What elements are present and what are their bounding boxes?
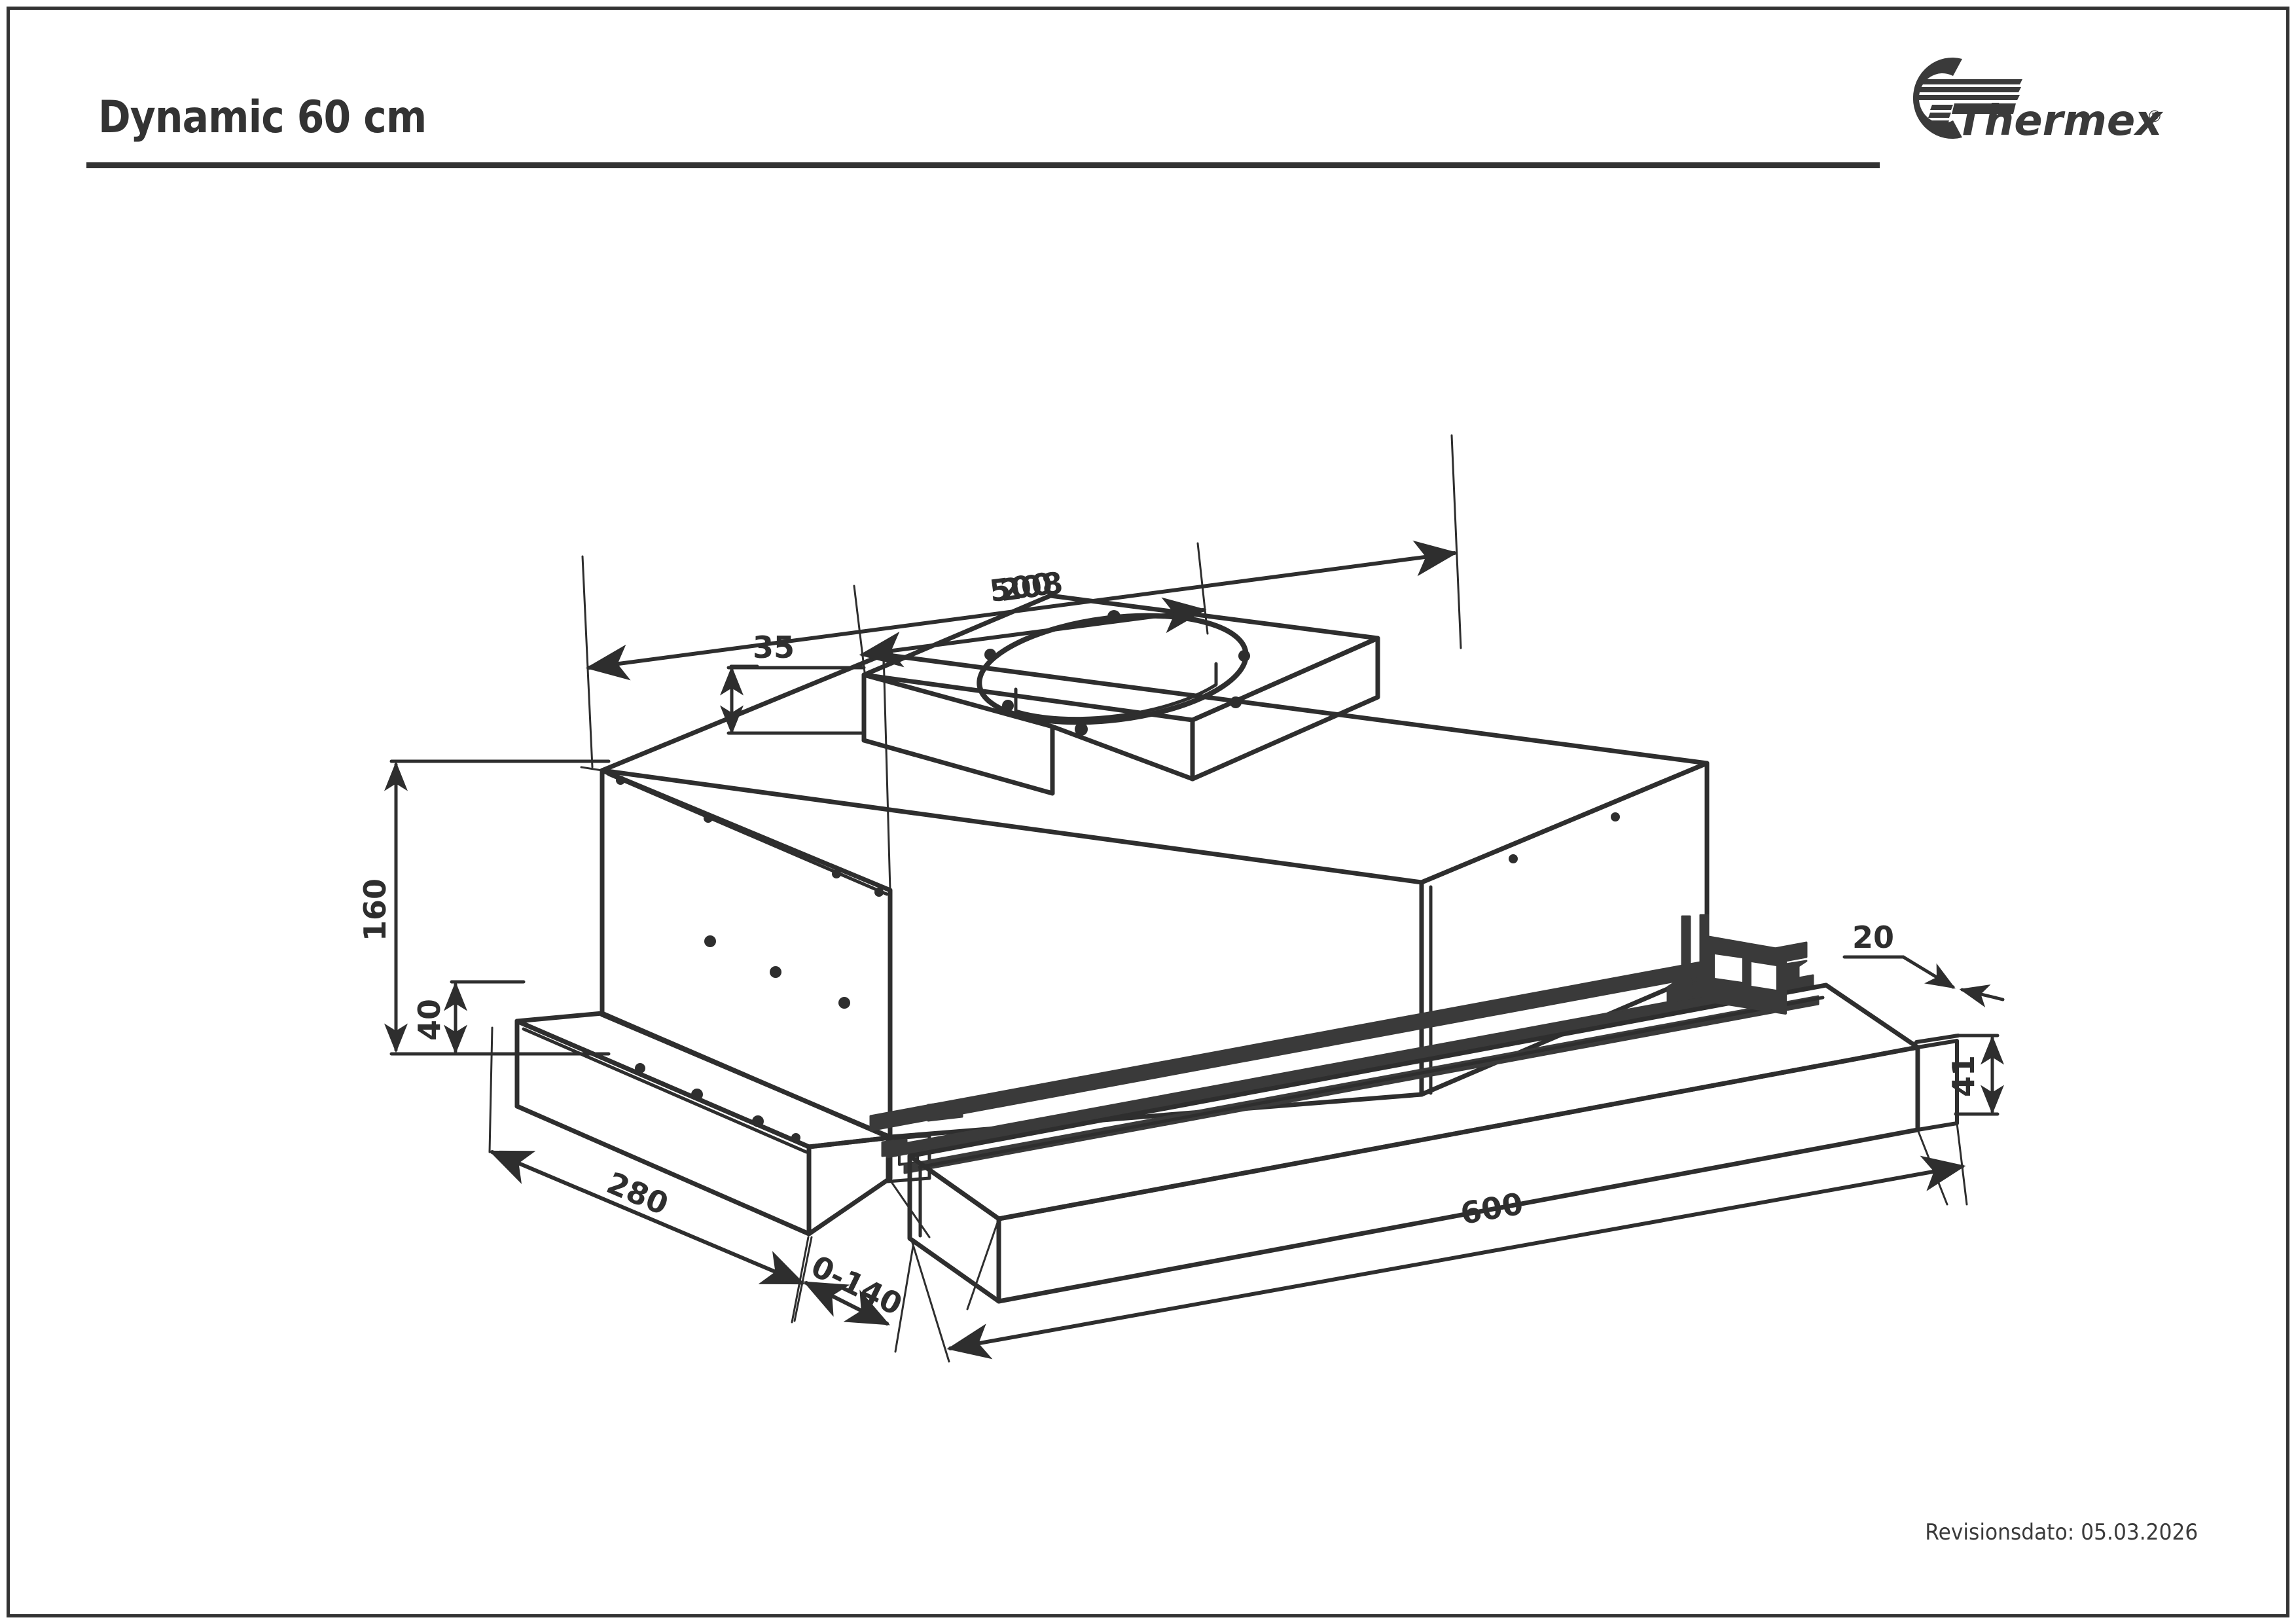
dimension-label-40: 40 xyxy=(412,999,447,1041)
logo-c-arc xyxy=(1912,57,1962,139)
header-divider xyxy=(86,162,1880,168)
dimension-208: 208 xyxy=(853,542,1209,679)
dimension-label-0-140: 0-140 xyxy=(806,1248,908,1322)
slide-rail-assembly xyxy=(869,941,1820,1183)
thermex-logo-svg: Thermex ® xyxy=(1912,57,2163,145)
logo-registered-icon: ® xyxy=(2147,107,2162,126)
dimension-41: 41 xyxy=(1946,1034,2004,1116)
dimension-0-140: 0-140 xyxy=(793,1236,915,1353)
page-title: Dynamic 60 cm xyxy=(98,92,427,143)
dimension-35: 35 xyxy=(720,630,866,735)
pullout-left-panel xyxy=(514,1011,893,1236)
dimension-20: 20 xyxy=(1842,920,2005,1007)
logo-wordmark: Thermex xyxy=(1956,97,2163,145)
dimension-label-41: 41 xyxy=(1946,1055,1981,1097)
dimension-160: 160 xyxy=(357,759,611,1056)
dimension-label-600: 600 xyxy=(1458,1185,1526,1231)
dimension-label-208: 208 xyxy=(998,565,1065,608)
logo-t-bar xyxy=(1952,103,2016,114)
duct-outlet xyxy=(861,593,1380,796)
mounting-bracket xyxy=(1666,914,1808,1015)
logo-speed-lines-lower xyxy=(1926,105,1953,126)
logo-speed-lines-upper xyxy=(1914,79,2022,100)
dimension-label-20: 20 xyxy=(1852,920,1894,955)
dimension-label-160: 160 xyxy=(357,878,393,941)
revision-date-text: Revisionsdato: 05.03.2026 xyxy=(1924,1519,2198,1545)
page-border xyxy=(7,7,2289,1617)
dimension-280: 280 xyxy=(488,1026,810,1324)
extension-lines xyxy=(580,766,1948,1310)
thermex-logo: Thermex ® xyxy=(1885,51,2193,146)
dimension-label-35: 35 xyxy=(753,630,795,665)
dimension-40: 40 xyxy=(412,980,526,1056)
